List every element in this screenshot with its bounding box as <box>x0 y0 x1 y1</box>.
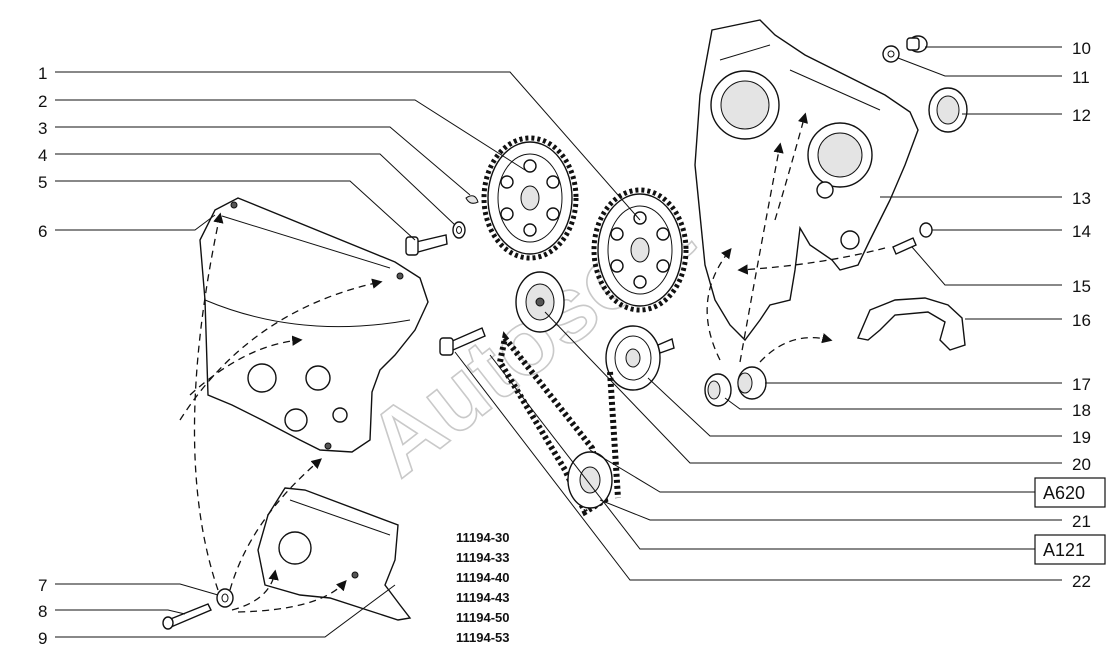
ref-a121-label: A121 <box>1043 540 1085 560</box>
tensioner-bolt <box>439 327 486 356</box>
leader-lines <box>55 46 1062 638</box>
bushing-18 <box>704 373 732 407</box>
callout-10: 10 <box>1072 39 1091 58</box>
bracket-bolt <box>892 237 917 255</box>
ref-box-a620[interactable]: A620 <box>1034 477 1106 508</box>
callout-3: 3 <box>38 119 47 138</box>
idler-pulley <box>605 325 675 391</box>
callout-15: 15 <box>1072 277 1091 296</box>
callout-16: 16 <box>1072 311 1091 330</box>
o-ring <box>882 45 900 63</box>
callout-6: 6 <box>38 222 47 241</box>
plug <box>906 35 928 53</box>
cover-bolt <box>162 603 212 630</box>
left-callouts: 1 2 3 4 5 6 7 8 9 <box>38 64 47 648</box>
upper-timing-cover <box>199 197 429 453</box>
bolt-washer <box>452 221 466 239</box>
callout-13: 13 <box>1072 189 1091 208</box>
oil-seal <box>928 87 968 133</box>
callout-20: 20 <box>1072 455 1091 474</box>
callout-17: 17 <box>1072 375 1091 394</box>
callout-19: 19 <box>1072 428 1091 447</box>
model-code-3: 11194-40 <box>456 570 510 585</box>
washer <box>216 588 234 608</box>
model-code-5: 11194-50 <box>456 610 510 625</box>
camshaft-gear-intake <box>481 135 579 261</box>
woodruff-key <box>465 195 479 204</box>
callout-4: 4 <box>38 146 47 165</box>
callout-9: 9 <box>38 629 47 648</box>
callout-8: 8 <box>38 602 47 621</box>
model-code-6: 11194-53 <box>456 630 510 645</box>
callout-14: 14 <box>1072 222 1091 241</box>
model-code-2: 11194-33 <box>456 550 510 565</box>
ref-a620-label: A620 <box>1043 483 1085 503</box>
model-code-4: 11194-43 <box>456 590 510 605</box>
bracket <box>857 297 966 351</box>
camshaft-pulley-bolt <box>405 234 448 256</box>
model-codes: 11194-30 11194-33 11194-40 11194-43 1119… <box>456 530 510 645</box>
callout-7: 7 <box>38 576 47 595</box>
washer-small <box>919 222 933 238</box>
callout-1: 1 <box>38 64 47 83</box>
rear-timing-cover <box>694 19 919 342</box>
model-code-1: 11194-30 <box>456 530 510 545</box>
callout-22: 22 <box>1072 572 1091 591</box>
right-callouts: 10 11 12 13 14 15 16 17 18 19 20 21 22 <box>1072 39 1091 591</box>
callout-12: 12 <box>1072 106 1091 125</box>
camshaft-gear-exhaust <box>591 187 689 313</box>
callout-18: 18 <box>1072 401 1091 420</box>
callout-5: 5 <box>38 173 47 192</box>
bushing-17 <box>737 366 767 400</box>
callout-2: 2 <box>38 92 47 111</box>
ref-box-a121[interactable]: A121 <box>1034 534 1106 565</box>
callout-11: 11 <box>1072 68 1090 87</box>
timing-belt <box>496 331 621 517</box>
callout-21: 21 <box>1072 512 1091 531</box>
tensioner-pulley <box>515 271 565 333</box>
lower-timing-cover <box>257 487 412 621</box>
